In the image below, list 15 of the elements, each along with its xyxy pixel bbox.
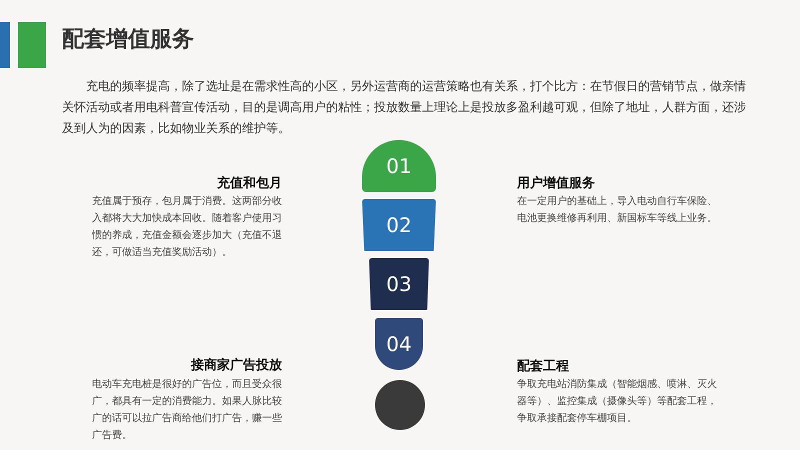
title: 配套增值服务 — [62, 26, 194, 54]
section-heading: 接商家广告投放 — [190, 356, 282, 374]
intro-paragraph: 充电的频率提高，除了选址是在需求性高的小区，另外运营商的运营策略也有关系，打个比方：在节假日的营销节点，做亲情关怀活动或者用电科普宣传活动，目的是调高用户的粘性；投放数量上理论上是投放多盈利越可观，但除了地址，人群方面，还涉及到人为的因素，比如物业关系的维护等。 — [62, 78, 747, 137]
numbered-segment: 03 — [369, 258, 429, 310]
body-text: 在一定用户的基础上，导入电动自行车保险、电池更换维修再利用、新国标车等线上业务。 — [517, 194, 717, 226]
body-text: 充值属于预存，包月属于消费。这两部分收入都将大大加快成本回收。随着客户使用习惯的养成，充值金额会逐步加大（充值不退还，可做适当充值奖励活动）。 — [92, 194, 283, 260]
section-heading: 充值和包月 — [216, 174, 282, 192]
numbered-segment: 02 — [362, 199, 436, 251]
section-heading: 用户增值服务 — [517, 174, 596, 192]
body-text: 争取充电站消防集成（智能烟感、喷淋、灭火器等）、监控集成（摄像头等）等配套工程，争取承接配套停车棚项目。 — [517, 378, 717, 426]
section-heading: 配套工程 — [517, 358, 570, 375]
numbered-segment: 01 — [362, 140, 436, 192]
numbered-segment: 04 — [375, 318, 423, 370]
body-text: 电动车充电桩是很好的广告位，而且受众很广，都具有一定的消费能力。如果人脉比较广的话可以拉广告商给他们打广告，赚一些广告费。 — [92, 378, 283, 443]
dot-circle — [375, 380, 425, 430]
